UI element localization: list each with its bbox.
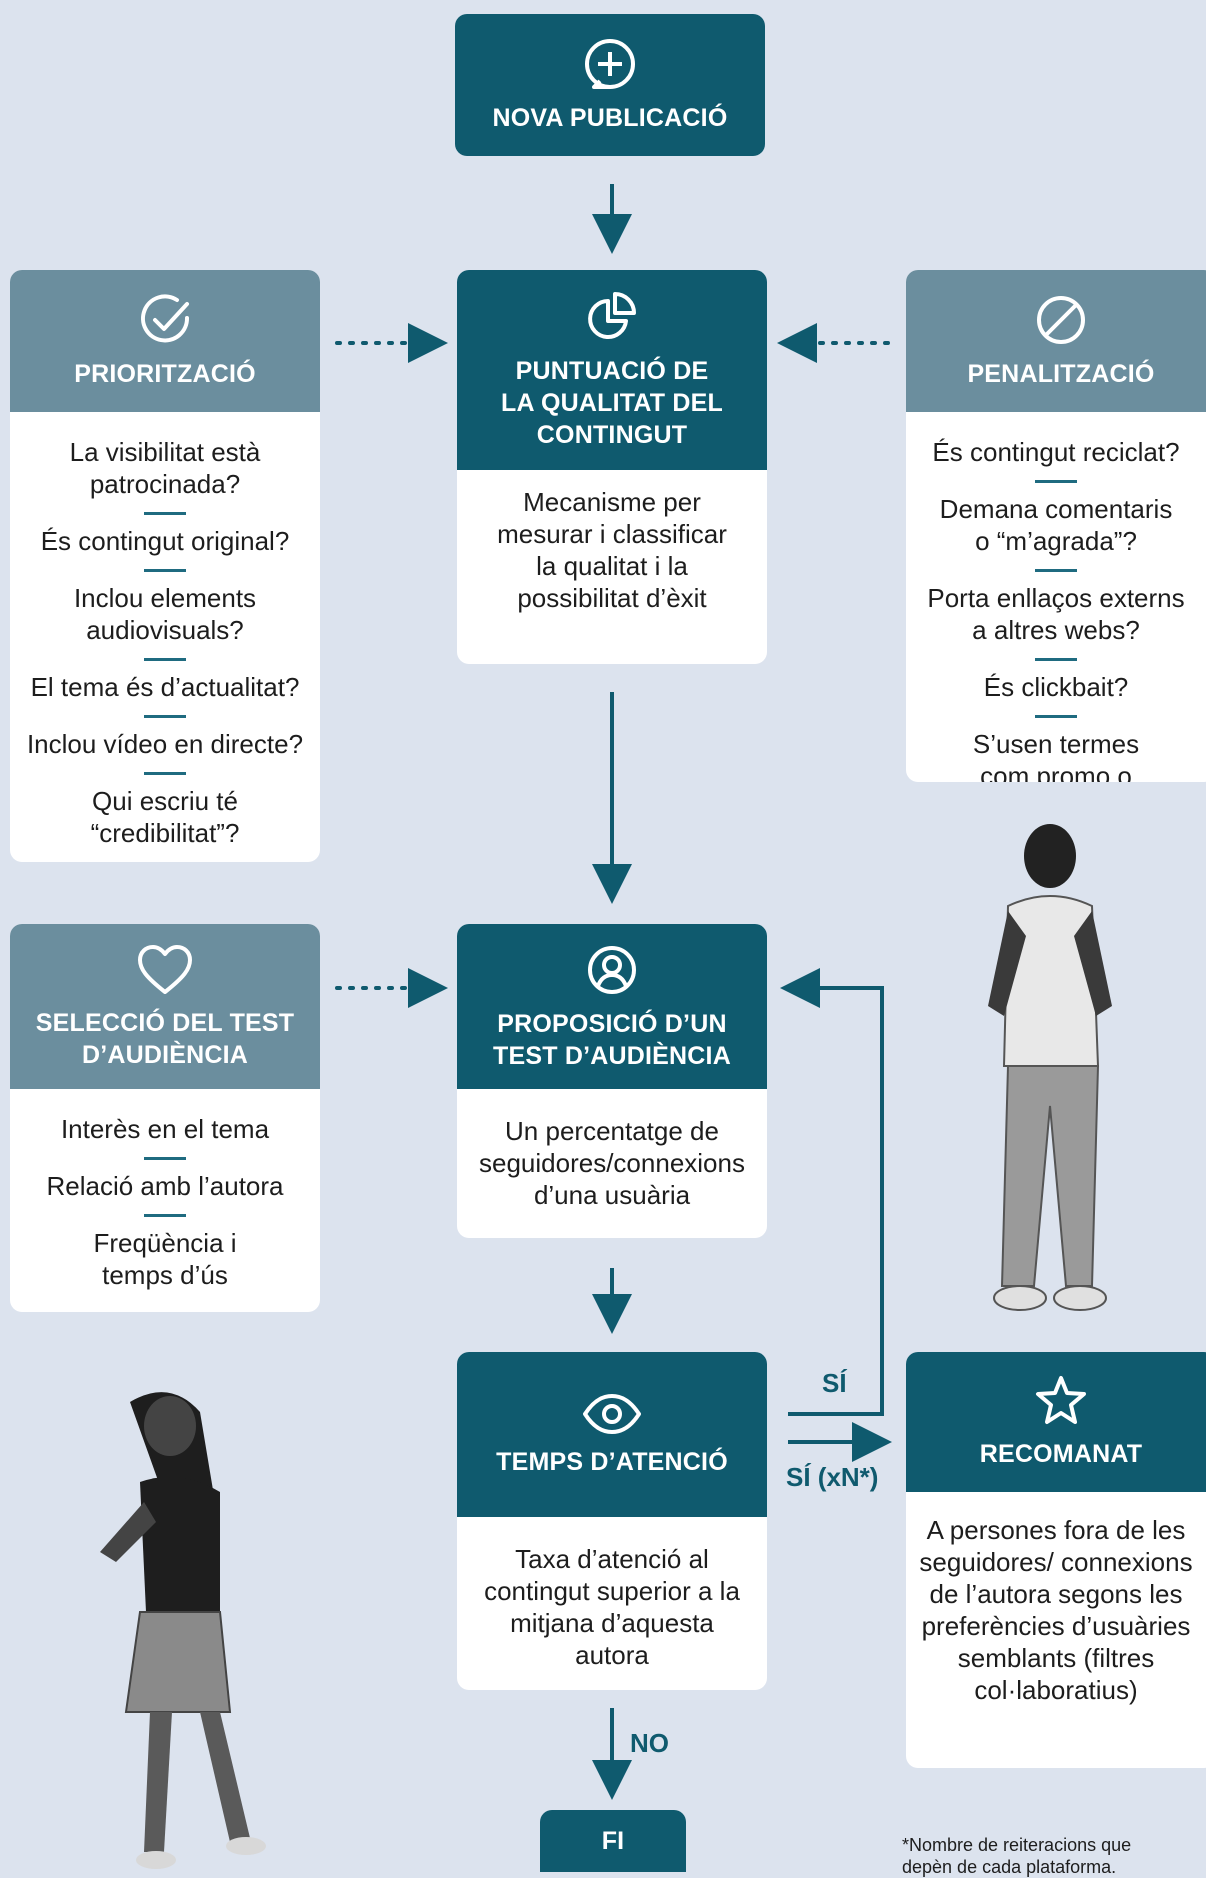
divider (144, 1157, 186, 1160)
criteria-list: Interès en el tema Relació amb l’autora … (10, 1089, 320, 1291)
node-title-line: D’AUDIÈNCIA (81, 1040, 249, 1069)
plus-bubble-icon (585, 39, 635, 89)
question-item: El tema és d’actualitat? (30, 672, 300, 702)
node-header: TEMPS D’ATENCIÓ (457, 1352, 767, 1517)
node-recommended: RECOMANAT A persones fora de les seguido… (906, 1352, 1206, 1768)
node-title-line: CONTINGUT (536, 421, 688, 449)
edge-label-yes-n: SÍ (xN*) (786, 1462, 879, 1492)
question-item: Inclou vídeo en directe? (26, 729, 304, 759)
question-item: La visibilitat està patrocinada? (69, 437, 261, 499)
question-item: Inclou elements audiovisuals? (73, 583, 257, 645)
check-circle-icon (141, 294, 190, 343)
node-header: SELECCIÓ DEL TEST D’AUDIÈNCIA (10, 924, 320, 1089)
divider (144, 772, 186, 775)
question-item: És clickbait? (983, 672, 1129, 702)
criteria-item: Interès en el tema (60, 1114, 270, 1144)
divider (144, 569, 186, 572)
edge-label-yes: SÍ (822, 1368, 847, 1398)
node-title-line: PUNTUACIÓ DE (515, 357, 709, 385)
node-description: Taxa d’atenció al contingut superior a l… (484, 1544, 740, 1670)
divider (144, 658, 186, 661)
divider (1035, 480, 1077, 483)
question-item: Demana comentaris o “m’agrada”? (939, 494, 1173, 556)
node-title-line: SELECCIÓ DEL TEST (35, 1008, 295, 1037)
divider (144, 715, 186, 718)
question-list: La visibilitat està patrocinada? És cont… (10, 412, 320, 849)
node-title: PENALITZACIÓ (967, 360, 1155, 388)
node-title-line: LA QUALITAT DEL (501, 389, 723, 417)
divider (144, 1214, 186, 1217)
question-item: Porta enllaços externs a altres webs? (927, 583, 1185, 645)
node-header: PRIORITZACIÓ (10, 270, 320, 412)
prohibited-icon (1037, 296, 1085, 344)
node-title: TEMPS D’ATENCIÓ (496, 1447, 728, 1476)
walking-man-illustration (988, 824, 1112, 1311)
node-header: RECOMANAT (906, 1352, 1206, 1492)
arrow-yes-loop (780, 968, 884, 1416)
question-item: S’usen termes com promo o gratis? (972, 729, 1140, 782)
node-title-line: PROPOSICIÓ D’UN (497, 1009, 727, 1038)
divider (1035, 715, 1077, 718)
pie-chart-icon (588, 292, 636, 339)
node-end: FI (540, 1810, 686, 1872)
criteria-item: Relació amb l’autora (46, 1171, 284, 1201)
node-title: NOVA PUBLICACIÓ (492, 104, 728, 132)
question-item: És contingut reciclat? (932, 437, 1180, 467)
node-header: PUNTUACIÓ DE LA QUALITAT DEL CONTINGUT (457, 270, 767, 470)
node-new-publication: NOVA PUBLICACIÓ (455, 14, 765, 156)
footnote: *Nombre de reiteracions que depèn de cad… (902, 1835, 1132, 1877)
eye-icon (583, 1393, 641, 1434)
node-description: A persones fora de les seguidores/ conne… (919, 1515, 1193, 1705)
node-title: PRIORITZACIÓ (74, 360, 256, 388)
star-icon (1036, 1376, 1086, 1424)
node-description: Mecanisme per mesurar i classificar la q… (497, 487, 727, 613)
divider (1035, 569, 1077, 572)
user-circle-icon (588, 945, 636, 994)
node-header: PROPOSICIÓ D’UN TEST D’AUDIÈNCIA (457, 924, 767, 1089)
node-attention-time: TEMPS D’ATENCIÓ Taxa d’atenció al contin… (457, 1352, 767, 1690)
node-audience-test: PROPOSICIÓ D’UN TEST D’AUDIÈNCIA Un perc… (457, 924, 767, 1238)
question-list: És contingut reciclat? Demana comentaris… (906, 412, 1206, 782)
heart-icon (138, 944, 192, 994)
node-title-line: TEST D’AUDIÈNCIA (493, 1041, 731, 1070)
node-title: FI (601, 1827, 625, 1855)
node-penalization: PENALITZACIÓ És contingut reciclat? Dema… (906, 270, 1206, 782)
question-item: És contingut original? (40, 526, 290, 556)
edge-label-no: NO (630, 1728, 669, 1758)
criteria-item: Freqüència i temps d’ús (93, 1228, 237, 1290)
node-audience-selection: SELECCIÓ DEL TEST D’AUDIÈNCIA Interès en… (10, 924, 320, 1312)
walking-woman-illustration (100, 1392, 266, 1869)
node-header: PENALITZACIÓ (906, 270, 1206, 412)
node-quality-score: PUNTUACIÓ DE LA QUALITAT DEL CONTINGUT M… (457, 270, 767, 664)
question-item: Qui escriu té “credibilitat”? (90, 786, 240, 848)
divider (1035, 658, 1077, 661)
node-prioritization: PRIORITZACIÓ La visibilitat està patroci… (10, 270, 320, 862)
node-description: Un percentatge de seguidores/connexions … (479, 1116, 745, 1210)
divider (144, 512, 186, 515)
node-title: RECOMANAT (979, 1440, 1143, 1468)
